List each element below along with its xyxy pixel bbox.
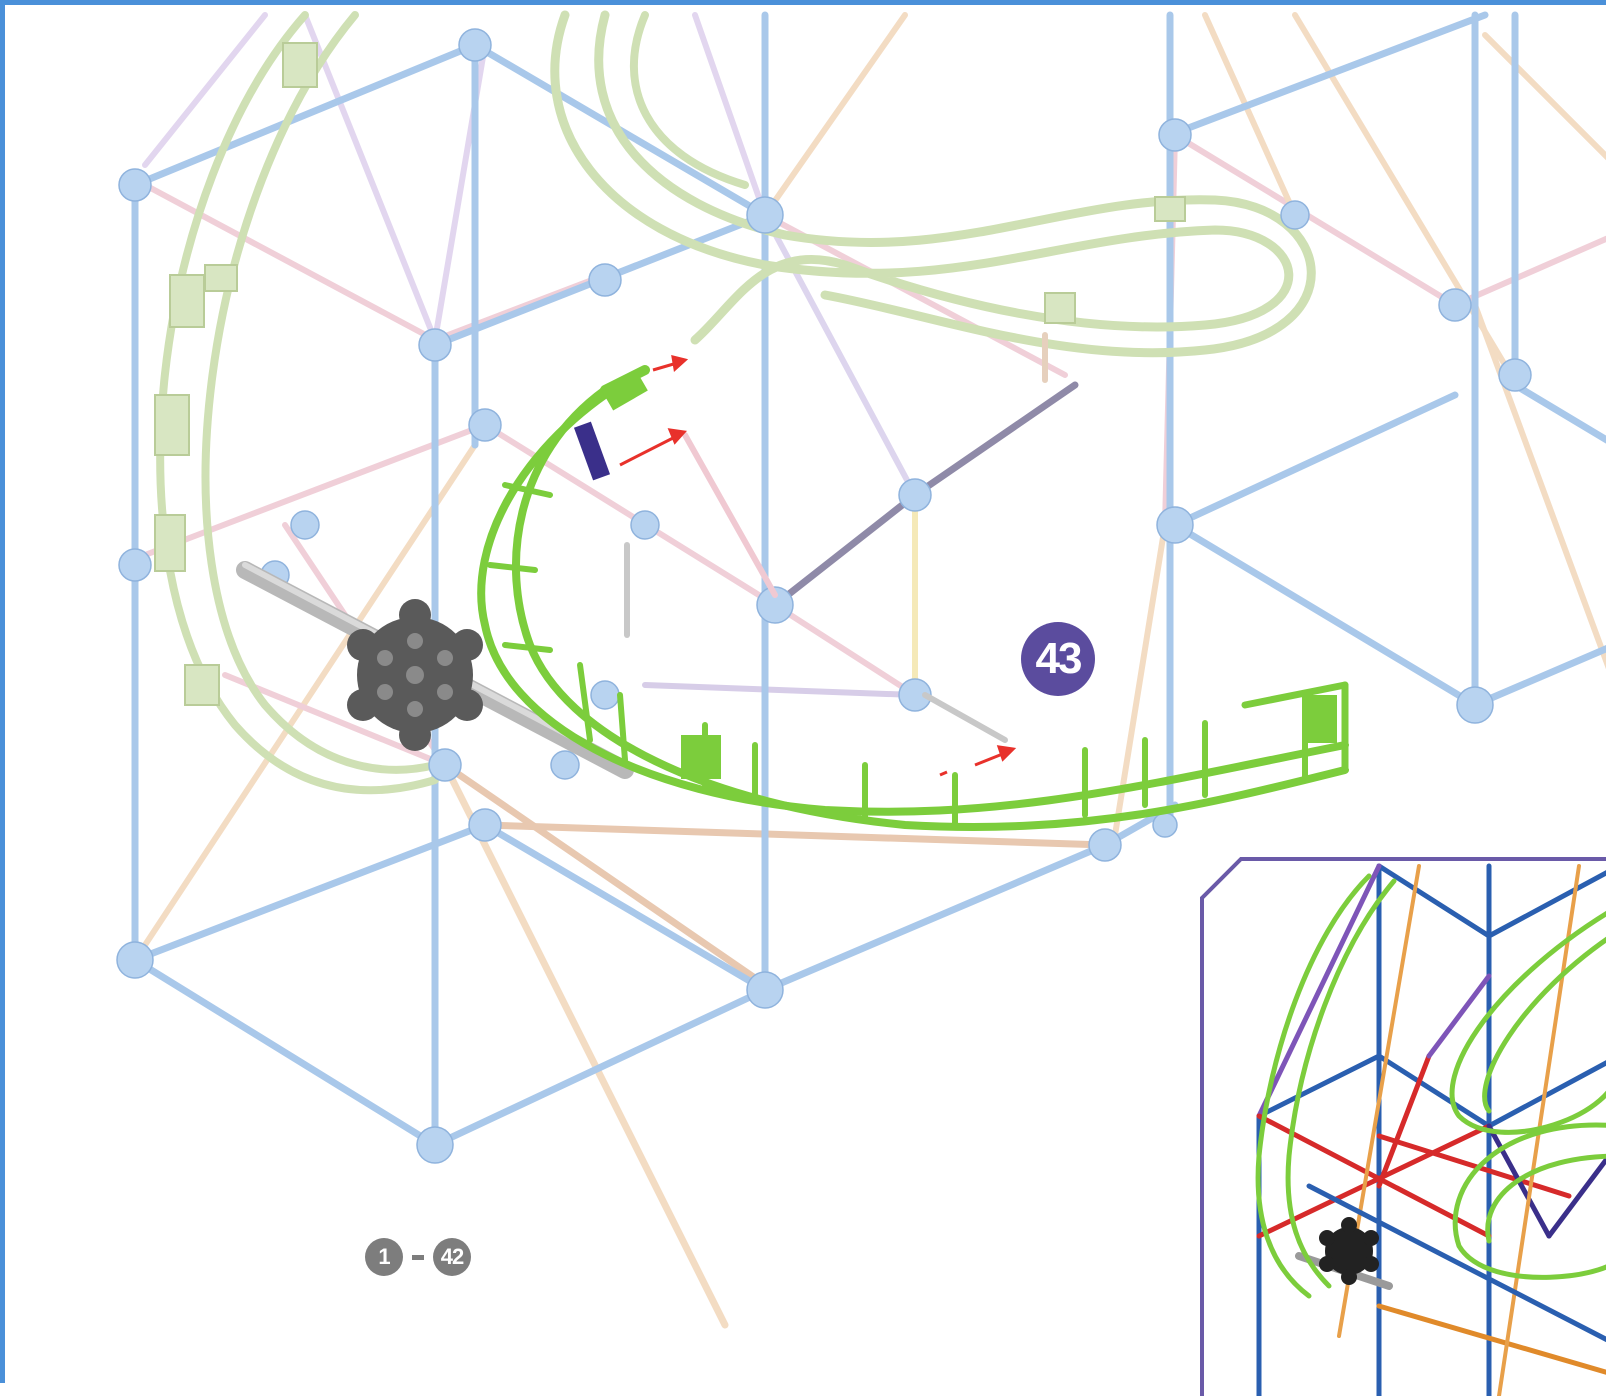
existing-track xyxy=(156,10,1316,795)
range-end-badge: 42 xyxy=(433,1238,471,1276)
previous-steps-range: 1 42 xyxy=(365,1237,471,1277)
gear-icon xyxy=(347,599,483,751)
range-start-badge: 1 xyxy=(365,1238,403,1276)
step-number-badge: 43 xyxy=(1021,622,1095,696)
purple-connector-piece xyxy=(573,421,611,481)
inset-track xyxy=(1255,873,1606,1299)
gray-rods xyxy=(624,332,1048,743)
range-separator xyxy=(412,1254,424,1260)
inset-gear-icon xyxy=(1319,1217,1379,1285)
new-track-brackets xyxy=(602,371,1337,779)
loose-rod-pink xyxy=(682,432,778,598)
connector-hubs xyxy=(116,28,1532,1164)
red-arrow-icon xyxy=(619,354,1017,777)
existing-track-ties xyxy=(154,42,1186,706)
inset-preview xyxy=(1200,857,1606,1396)
build-diagram xyxy=(116,10,1606,1329)
